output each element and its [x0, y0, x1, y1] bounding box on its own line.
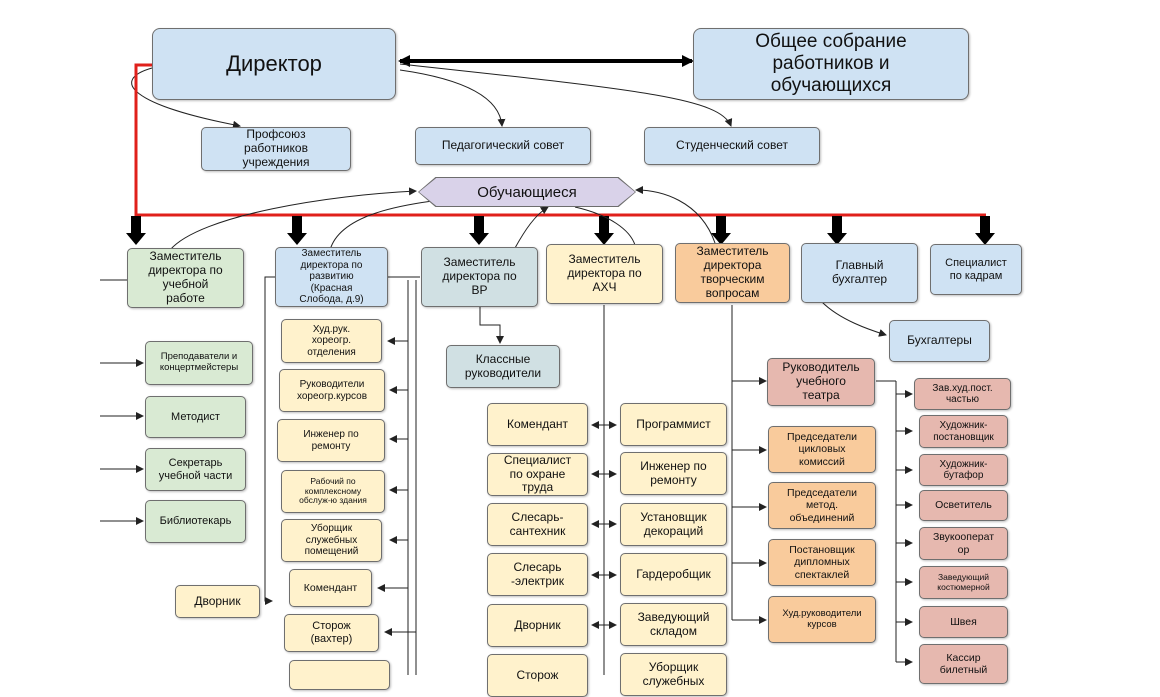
accountants-link: [821, 301, 887, 337]
hh-warehouse-head-box: Заведующий складом: [620, 603, 727, 646]
creative-links: [731, 305, 913, 666]
hr-specialist-box: Специалист по кадрам: [930, 244, 1022, 295]
janitor-left-box: Дворник: [175, 585, 260, 618]
dev-maintenance-worker-box: Рабочий по комплексному обслуж-ю здания: [281, 470, 385, 513]
class-teachers-link: [479, 307, 504, 344]
org-chart-connectors: [100, 55, 995, 675]
hh-safety-specialist-box: Специалист по охране труда: [487, 453, 588, 496]
deputy-household-box: Заместитель директора по АХЧ: [546, 244, 663, 304]
hh-plumber-box: Слесарь- сантехник: [487, 503, 588, 546]
director-pedsovet-link: [399, 69, 506, 127]
director-box: Директор: [152, 28, 396, 100]
cashier-box: Кассир билетный: [919, 644, 1008, 684]
dev-janitor-box: [289, 660, 390, 690]
hh-watchman-box: Сторож: [487, 654, 588, 697]
household-links: [591, 305, 617, 675]
director-studsovet-link: [399, 63, 733, 127]
dev-choreo-courses-box: Руководители хореогр.курсов: [279, 369, 385, 412]
deputy-academic-box: Заместитель директора по учебной работе: [127, 248, 244, 308]
stage-designer-box: Художник- постановщик: [919, 415, 1008, 448]
sound-operator-box: Звукооперат ор: [919, 527, 1008, 560]
dev-repair-engineer-box: Инженер по ремонту: [277, 419, 385, 462]
dev-cleaner-box: Уборщик служебных помещений: [281, 519, 382, 562]
costume-head-box: Заведующий костюмерной: [919, 566, 1008, 599]
deputy-educational-box: Заместитель директора по ВР: [421, 247, 538, 307]
students-links: [169, 186, 716, 251]
diploma-director-box: Постановщик дипломных спектаклей: [768, 539, 876, 586]
dev-watchman-box: Сторож (вахтер): [284, 614, 379, 652]
props-artist-box: Художник- бутафор: [919, 454, 1008, 486]
director-union-link: [131, 67, 241, 129]
hh-cloakroom-box: Гардеробщик: [620, 553, 727, 596]
accountants-box: Бухгалтеры: [889, 320, 990, 362]
method-unions-box: Председатели метод. объединений: [768, 482, 876, 529]
academic-links: [100, 279, 144, 525]
hh-repair-engineer-box: Инженер по ремонту: [620, 452, 727, 495]
secretary-box: Секретарь учебной части: [145, 448, 246, 491]
lighting-box: Осветитель: [919, 490, 1008, 521]
deputy-arrows: [126, 216, 995, 245]
dev-choreo-head-box: Худ.рук. хореогр. отделения: [281, 319, 382, 363]
hh-programmer-box: Программист: [620, 403, 727, 446]
students-label: Обучающиеся: [419, 178, 635, 206]
hh-janitor-box: Дворник: [487, 604, 588, 647]
teachers-box: Преподаватели и концертмейстеры: [145, 341, 253, 385]
theatre-head-box: Руководитель учебного театра: [767, 358, 875, 406]
hh-electrician-box: Слесарь -электрик: [487, 553, 588, 596]
hh-commandant-box: Комендант: [487, 403, 588, 446]
deputy-development-box: Заместитель директора по развитию (Красн…: [275, 247, 388, 307]
dev-commandant-box: Комендант: [289, 569, 372, 607]
development-links: [264, 276, 420, 675]
pedagogical-council-box: Педагогический совет: [415, 127, 591, 165]
red-bus-line: [134, 63, 986, 217]
hh-set-installer-box: Установщик декораций: [620, 503, 727, 546]
students-hexagon: Обучающиеся: [418, 177, 636, 207]
deputy-creative-box: Заместитель директора творческим вопроса…: [675, 243, 790, 303]
class-teachers-box: Классные руководители: [446, 345, 560, 388]
stage-head-box: Зав.худ.пост. частью: [914, 378, 1011, 410]
course-art-directors-box: Худ.руководители курсов: [768, 596, 876, 643]
methodist-box: Методист: [145, 396, 246, 438]
general-meeting-box: Общее собрание работников и обучающихся: [693, 28, 969, 100]
union-box: Профсоюз работников учреждения: [201, 127, 351, 171]
librarian-box: Библиотекарь: [145, 500, 246, 543]
student-council-box: Студенческий совет: [644, 127, 820, 165]
chief-accountant-box: Главный бухгалтер: [801, 243, 918, 303]
cycle-commissions-box: Председатели цикловых комиссий: [768, 426, 876, 473]
seamstress-box: Швея: [919, 606, 1008, 638]
